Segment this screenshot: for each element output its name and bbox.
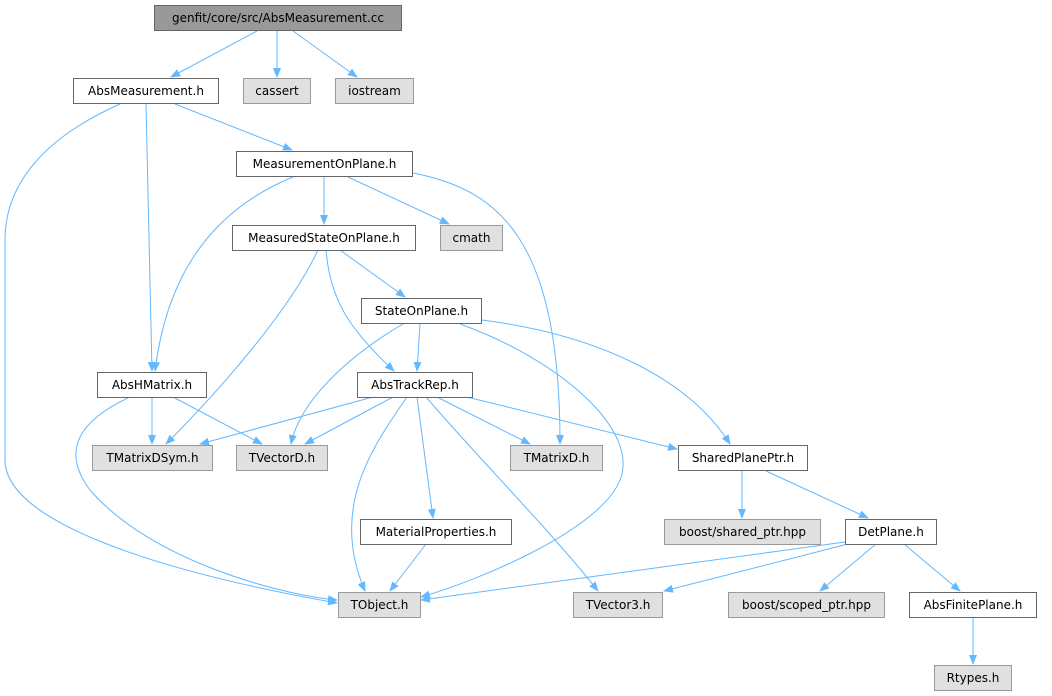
edge-sop-to-spp bbox=[481, 319, 731, 445]
edge-atr-to-tmd bbox=[436, 396, 531, 445]
edge-atr-to-tmds bbox=[199, 396, 374, 446]
node-tmd: TMatrixD.h bbox=[510, 445, 603, 471]
edge-sop-to-atr bbox=[413, 323, 422, 372]
node-cassert: cassert bbox=[243, 78, 311, 104]
edge-detplane-to-afp bbox=[903, 543, 961, 592]
edge-spp-to-detplane bbox=[765, 470, 869, 519]
node-bscoped: boost/scoped_ptr.hpp bbox=[728, 592, 885, 618]
edge-msop-to-sop bbox=[339, 249, 406, 298]
edge-atr-to-tv3 bbox=[425, 396, 599, 592]
edge-root-to-iostream bbox=[292, 30, 358, 78]
node-mop[interactable]: MeasurementOnPlane.h bbox=[236, 151, 413, 177]
node-cmath: cmath bbox=[440, 225, 503, 251]
node-msop[interactable]: MeasuredStateOnPlane.h bbox=[232, 225, 416, 251]
node-tobject: TObject.h bbox=[338, 592, 421, 618]
node-atr[interactable]: AbsTrackRep.h bbox=[357, 372, 473, 398]
node-tvd: TVectorD.h bbox=[236, 445, 328, 471]
edge-root-to-absmeas bbox=[170, 30, 258, 78]
edge-atr-to-matprop bbox=[416, 396, 436, 519]
edge-absmeas-to-tobject bbox=[4, 103, 338, 606]
edge-atr-to-spp bbox=[466, 396, 678, 451]
edge-abshm-to-tobject bbox=[75, 396, 338, 604]
node-detplane[interactable]: DetPlane.h bbox=[845, 519, 937, 545]
node-sop[interactable]: StateOnPlane.h bbox=[361, 298, 482, 324]
node-matprop[interactable]: MaterialProperties.h bbox=[360, 519, 512, 545]
edge-msop-to-tmds bbox=[165, 249, 319, 445]
edge-detplane-to-bscoped bbox=[819, 543, 877, 592]
edge-mop-to-tmd bbox=[412, 172, 564, 445]
node-tv3: TVector3.h bbox=[573, 592, 663, 618]
edge-sop-to-tobject bbox=[420, 323, 624, 599]
edge-atr-to-tvd bbox=[304, 396, 394, 445]
edge-mop-to-cmath bbox=[347, 176, 450, 225]
node-iostream: iostream bbox=[335, 78, 414, 104]
edge-abshm-to-tvd bbox=[172, 396, 263, 445]
edge-atr-to-tobject bbox=[351, 396, 408, 592]
edge-detplane-to-tv3 bbox=[663, 543, 849, 593]
node-abshm[interactable]: AbsHMatrix.h bbox=[97, 372, 207, 398]
node-rtypes: Rtypes.h bbox=[934, 665, 1012, 691]
node-bshared: boost/shared_ptr.hpp bbox=[664, 519, 821, 545]
edge-detplane-to-tobject bbox=[420, 541, 846, 603]
edge-sop-to-tvd bbox=[288, 323, 404, 445]
node-spp[interactable]: SharedPlanePtr.h bbox=[678, 445, 808, 471]
node-afp[interactable]: AbsFinitePlane.h bbox=[909, 592, 1037, 618]
node-root: genfit/core/src/AbsMeasurement.cc bbox=[154, 5, 402, 31]
edge-absmeas-to-abshm bbox=[145, 103, 156, 372]
edge-absmeas-to-mop bbox=[174, 103, 293, 151]
edge-matprop-to-tobject bbox=[389, 543, 427, 592]
edge-mop-to-abshm bbox=[152, 176, 294, 372]
edge-msop-to-atr bbox=[325, 249, 395, 372]
node-tmds: TMatrixDSym.h bbox=[92, 445, 213, 471]
node-absmeas[interactable]: AbsMeasurement.h bbox=[73, 78, 219, 104]
